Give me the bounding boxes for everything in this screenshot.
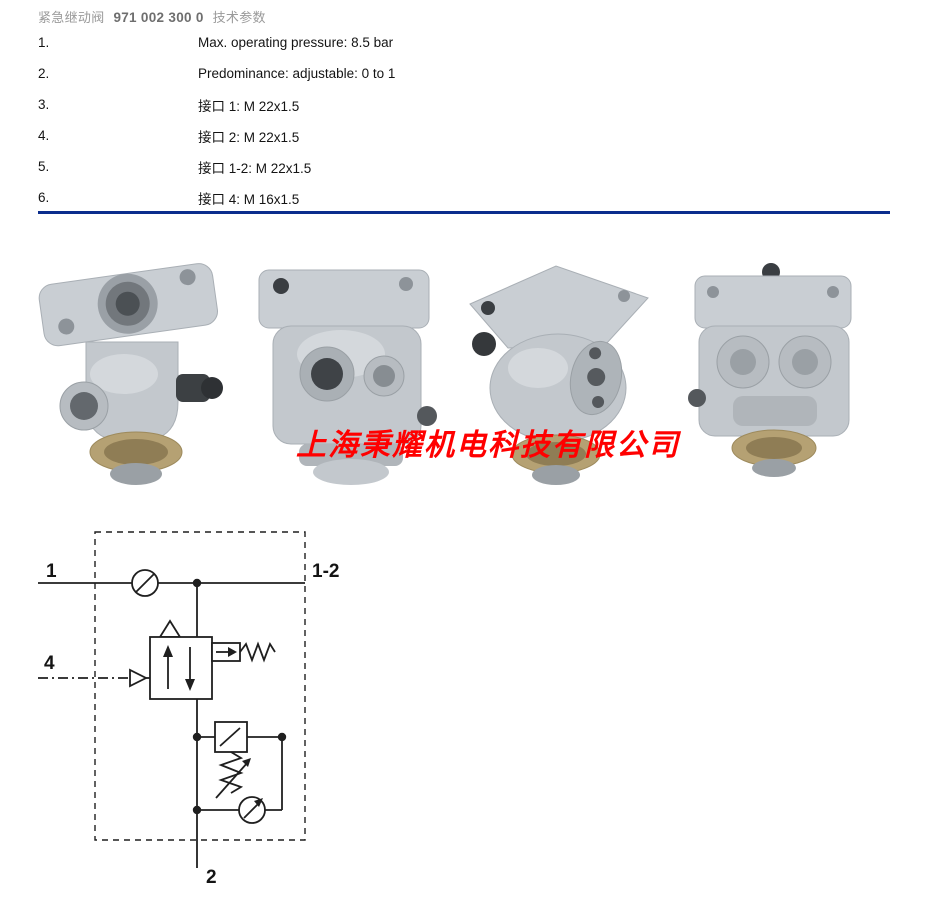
part-number: 971 002 300 0 [113,10,204,25]
spec-value: 接口 2: M 22x1.5 [198,129,300,145]
spec-row: 1. Max. operating pressure: 8.5 bar [38,27,395,58]
spec-value: 接口 1-2: M 22x1.5 [198,160,312,176]
spec-number: 1. [38,35,50,50]
spec-number: 6. [38,190,50,205]
pneumatic-circuit-svg: 1 1-2 4 2 [38,531,339,888]
spec-number: 2. [38,66,50,81]
section-divider [38,211,890,214]
spec-value: 接口 4: M 16x1.5 [198,191,300,207]
pilot-arrow [129,668,149,688]
product-photos [26,256,876,501]
spec-number: 3. [38,97,50,112]
valve-photo-4 [688,263,852,477]
valve-photo-3 [469,265,649,485]
pilot-symbol [158,619,182,638]
valve-photo-1 [38,263,223,485]
watermark-text: 上海秉耀机电科技有限公司 [296,428,680,463]
diagram-boundary [94,531,306,841]
spec-row: 4. 接口 2: M 22x1.5 [38,120,395,151]
port-label-2: 2 [206,867,217,888]
port-label-4: 4 [44,653,55,674]
port-label-1: 1 [46,561,57,582]
adjustable-spring-symbol [218,751,244,794]
spec-row: 6. 接口 4: M 16x1.5 [38,182,395,213]
spring-symbol [239,641,276,663]
spec-row: 3. 接口 1: M 22x1.5 [38,89,395,120]
spec-value: Predominance: adjustable: 0 to 1 [198,66,396,81]
title-prefix: 紧急继动阀 [38,10,105,25]
valve-photo-2 [258,269,437,485]
spec-number: 5. [38,159,50,174]
spec-row: 2. Predominance: adjustable: 0 to 1 [38,58,395,89]
spec-value: 接口 1: M 22x1.5 [198,98,300,114]
spec-number: 4. [38,128,50,143]
port-label-1-2: 1-2 [312,561,339,582]
relay-valve-body [149,636,213,700]
spec-row: 5. 接口 1-2: M 22x1.5 [38,151,395,182]
spec-list: 1. Max. operating pressure: 8.5 bar 2. P… [38,27,395,213]
spec-value: Max. operating pressure: 8.5 bar [198,35,394,50]
pneumatic-diagram: 1 1-2 4 2 [30,515,450,902]
title-suffix: 技术参数 [212,10,266,25]
page-title: 紧急继动阀 971 002 300 0 技术参数 [38,7,266,26]
